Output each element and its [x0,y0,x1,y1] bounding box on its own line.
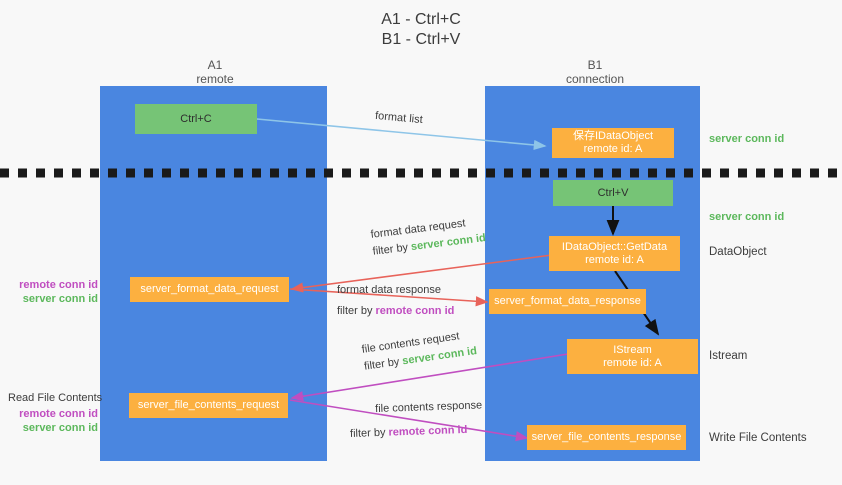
label-format-data-response-filter: filter by remote conn id [337,305,454,318]
label-format-data-response: format data response [337,284,441,296]
label-format-data-response-group: format data response filter by remote co… [337,284,454,318]
page-title: A1 - Ctrl+C B1 - Ctrl+V [0,10,842,50]
label-filter-prefix-1: filter by [372,241,412,258]
label-file-contents-response-filter: filter by remote conn id [350,423,483,441]
label-left-remote-conn-id-2: remote conn id [19,408,98,420]
label-filter-prefix-4: filter by [349,426,389,440]
box-ctrl-c[interactable]: Ctrl+C [135,104,257,134]
box-server-file-contents-response-label: server_file_contents_response [531,431,682,443]
label-format-data-request-group: format data request filter by server con… [370,215,487,259]
column-a1-name: A1 [207,58,223,72]
box-save-idataobject[interactable]: 保存IDataObject remote id: A [552,128,674,158]
label-filter-prefix-3: filter by [363,355,404,373]
label-right-dataobject: DataObject [709,246,767,258]
column-header-b1: B1 connection [500,58,690,86]
label-left-read-file-contents: Read File Contents [8,392,103,404]
box-istream[interactable]: IStream remote id: A [567,339,698,374]
box-server-format-data-request-label: server_format_data_request [140,283,279,295]
label-file-contents-response-group: file contents response filter by remote … [349,399,483,441]
column-b1-sub: connection [565,72,625,86]
label-right-server-conn-id-top: server conn id [709,133,785,145]
title-line-2: B1 - Ctrl+V [381,31,461,48]
label-left-server-conn-id-2: server conn id [22,422,98,434]
label-filter-value-remote-conn-id-1: remote conn id [375,305,455,317]
box-ctrl-v[interactable]: Ctrl+V [553,180,673,206]
phase-divider [0,166,842,178]
box-server-format-data-response-label: server_format_data_response [494,295,641,307]
box-server-file-contents-request[interactable]: server_file_contents_request [129,393,288,418]
box-ctrl-v-label: Ctrl+V [597,186,629,199]
label-left-remote-conn-id-1: remote conn id [19,279,98,291]
label-filter-prefix-2: filter by [337,305,376,317]
column-a1-sub: remote [196,72,234,86]
box-server-format-data-request[interactable]: server_format_data_request [130,277,289,302]
column-b1-name: B1 [587,58,603,72]
title-line-1: A1 - Ctrl+C [381,11,461,28]
label-right-istream: Istream [709,350,748,362]
box-server-file-contents-response[interactable]: server_file_contents_response [527,425,686,450]
box-ctrl-c-label: Ctrl+C [180,112,212,125]
box-istream-line1: IStream [613,343,652,356]
label-filter-value-remote-conn-id-2: remote conn id [388,423,468,439]
label-right-write-file-contents: Write File Contents [709,432,807,444]
box-save-idataobject-line1: 保存IDataObject [572,130,654,142]
label-file-contents-request-group: file contents request filter by server c… [361,328,478,374]
box-getdata-line1: IDataObject::GetData [561,240,668,253]
label-left-conn-id-group-1: remote conn id server conn id [10,279,98,306]
label-format-list: format list [374,109,424,127]
label-file-contents-response: file contents response [374,399,483,416]
box-istream-line2: remote id: A [603,356,662,369]
box-getdata-line2: remote id: A [585,253,644,266]
column-header-a1: A1 remote [120,58,310,86]
box-server-file-contents-request-label: server_file_contents_request [137,399,280,411]
box-server-format-data-response[interactable]: server_format_data_response [489,289,646,314]
box-getdata[interactable]: IDataObject::GetData remote id: A [549,236,680,271]
label-right-server-conn-id-mid: server conn id [709,211,785,223]
label-left-server-conn-id-1: server conn id [22,293,98,305]
box-save-idataobject-line2: remote id: A [583,143,643,155]
label-left-read-file-contents-group: Read File Contents remote conn id server… [8,392,103,435]
